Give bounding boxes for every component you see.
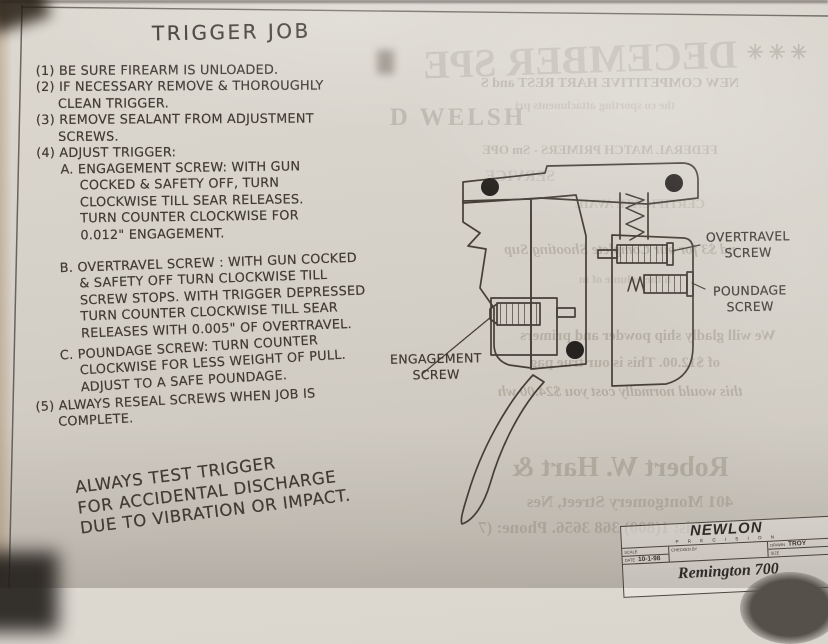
bleed-text-attachments: the co sporting attachments pri	[515, 98, 675, 112]
photo-left-edge	[0, 0, 12, 588]
label-engagement-screw: ENGAGEMENT SCREW	[384, 350, 489, 384]
photo-top-edge	[0, 0, 828, 3]
drawn-size-cells: DRAWN TROY SIZE	[768, 539, 828, 557]
leader-overtravel	[671, 244, 701, 252]
page-title: TRIGGER JOB	[151, 18, 311, 46]
bleed-asterisks: ✳ ✳ ✳	[746, 42, 808, 64]
label-line: SCREW	[726, 298, 774, 315]
scale-label: SCALE	[624, 549, 638, 555]
housing-right-block	[611, 234, 694, 387]
label-line: SCREW	[412, 366, 460, 383]
instruction-line: (1) BE SURE FIREARM IS UNLOADED.	[35, 62, 279, 80]
poundage-screw-cap	[686, 271, 694, 297]
poundage-screw-threads	[643, 274, 688, 294]
leader-poundage	[691, 282, 706, 290]
housing-top-arm	[462, 162, 699, 205]
spring	[625, 193, 645, 241]
engagement-screw-block	[490, 297, 558, 356]
pivot-pin	[665, 174, 683, 192]
instruction-line: SCREWS.	[58, 129, 119, 145]
substep-a-engagement: A. ENGAGEMENT SCREW: WITH GUN COCKED & S…	[35, 159, 374, 246]
engagement-screw-threads	[496, 302, 541, 326]
instruction-line: 0.012" ENGAGEMENT.	[80, 226, 225, 244]
scale-date-cells: SCALE DATE 10-1-98	[622, 546, 670, 564]
label-line: POUNDAGE	[712, 282, 787, 299]
overtravel-screw-shaft	[597, 249, 618, 259]
label-line: SCREW	[724, 244, 772, 261]
fingertip-shadow	[740, 572, 828, 644]
date-label: DATE	[624, 557, 636, 563]
leader-engagement	[421, 316, 492, 375]
warning-text: ALWAYS TEST TRIGGER FOR ACCIDENTAL DISCH…	[74, 445, 352, 539]
label-line: ENGAGEMENT	[389, 350, 482, 367]
housing-left-body	[462, 198, 532, 369]
bleed-text-december: DECEMBER SPE	[422, 31, 738, 88]
engagement-screw-shaft	[556, 307, 576, 318]
trigger-body	[530, 194, 587, 370]
pivot-pin	[481, 178, 499, 196]
photo-corner-shadow-topleft	[0, 0, 52, 35]
bleed-text-welsh: D WELSH	[389, 104, 527, 131]
size-label: SIZE	[770, 550, 780, 556]
steps-1-to-4: (1) BE SURE FIREARM IS UNLOADED. (2) IF …	[36, 62, 375, 162]
trigger-assembly-diagram	[421, 162, 706, 525]
instruction-list: (1) BE SURE FIREARM IS UNLOADED. (2) IF …	[35, 62, 376, 433]
overtravel-screw-threads	[616, 244, 668, 264]
checked-label: CHECKED BY	[671, 546, 698, 553]
instruction-line: CLEAN TRIGGER.	[57, 96, 169, 112]
overtravel-screw-cap	[666, 242, 674, 266]
label-poundage-screw: POUNDAGE SCREW	[702, 282, 799, 316]
poundage-spring-end	[627, 276, 645, 292]
instruction-line: (2) IF NECESSARY REMOVE & THOROUGHLY	[35, 78, 324, 96]
photo-corner-shadow-bottomleft	[0, 552, 58, 632]
date-value: 10-1-98	[637, 555, 661, 564]
label-overtravel-screw: OVERTRAVEL SCREW	[698, 228, 799, 262]
bleed-text-hart-rest: NEW COMPETITIVE HART REST and S	[480, 76, 740, 91]
engagement-screw-tip	[489, 303, 498, 325]
instruction-line: (3) REMOVE SEALANT FROM ADJUSTMENT	[36, 111, 314, 129]
pivot-pin	[566, 341, 584, 359]
trigger-blade	[460, 374, 545, 525]
ink-stain	[377, 50, 394, 74]
label-line: OVERTRAVEL	[705, 228, 790, 245]
drawn-label: DRAWN	[769, 541, 786, 548]
substep-b-overtravel: B. OVERTRAVEL SCREW : WITH GUN COCKED & …	[35, 251, 376, 345]
